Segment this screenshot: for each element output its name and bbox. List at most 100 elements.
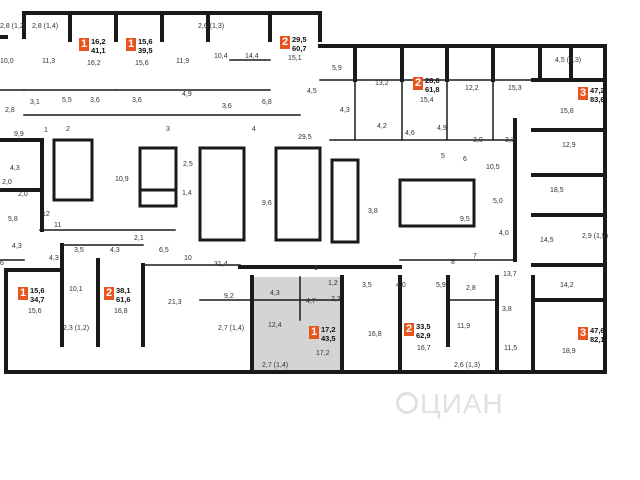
room-label: 21,3 — [168, 299, 182, 306]
room-label: 4,3 — [340, 107, 350, 114]
room-label: 2,3 — [331, 296, 341, 303]
apartment-rooms: 2 — [104, 287, 114, 300]
room-label: 15,3 — [508, 85, 522, 92]
room-label: 3,3 — [505, 137, 515, 144]
room-label: 16,7 — [417, 345, 431, 352]
room-label: 18,5 — [550, 187, 564, 194]
room-label: 16,8 — [114, 308, 128, 315]
room-label: 6 — [463, 156, 467, 163]
room-label: 4,2 — [377, 123, 387, 130]
room-label: 12,2 — [465, 85, 479, 92]
room-label: 3,8 — [502, 306, 512, 313]
apartment-rooms: 1 — [126, 38, 136, 51]
room-label: 4,3 — [10, 165, 20, 172]
room-label: 2,0 — [2, 179, 12, 186]
room-label: 12,9 — [562, 142, 576, 149]
room-label: 7 — [473, 253, 477, 260]
room-label: 11,5 — [504, 345, 517, 352]
apartment-total-area: 34,7 — [30, 294, 45, 304]
apartment-living-area: 38,1 — [116, 286, 131, 295]
room-label: 4,3 — [12, 243, 22, 250]
room-label: 18,9 — [562, 348, 576, 355]
watermark-logo-icon — [396, 392, 418, 414]
apartment-rooms: 1 — [309, 326, 319, 339]
room-label: 3,1 — [30, 99, 40, 106]
room-label: 17,2 — [316, 350, 330, 357]
room-label: 6 — [0, 260, 4, 267]
room-label: 2,3 (1,2) — [63, 325, 89, 332]
room-label: 2,8 (1,2) — [0, 23, 26, 30]
apartment-rooms: 2 — [413, 77, 423, 90]
room-label: 4,3 — [49, 255, 59, 262]
room-label: 15,1 — [288, 55, 302, 62]
room-label: 11 — [54, 222, 61, 229]
apartment-living-area: 47,6 — [590, 326, 605, 335]
apartment-rooms: 2 — [280, 36, 290, 49]
room-label: 3,5 — [74, 247, 84, 254]
apartment-living-area: 15,6 — [138, 37, 153, 46]
room-label: 2,6 (1,3) — [454, 362, 480, 369]
apartment-rooms: 1 — [18, 287, 28, 300]
room-label: 2 — [66, 126, 70, 133]
room-label: 6,5 — [159, 247, 169, 254]
room-label: 4,0 — [499, 230, 509, 237]
apartment-total-area: 82,1 — [590, 334, 605, 344]
room-label: 11,9 — [457, 323, 470, 330]
room-label: 4,5 (2,3) — [555, 57, 581, 64]
room-label: 1,2 — [328, 280, 338, 287]
watermark: ЦИАН — [420, 388, 504, 419]
apartment-total-area: 62,9 — [416, 330, 431, 340]
apartment-rooms: 3 — [578, 87, 588, 100]
apartment-living-area: 15,6 — [30, 286, 45, 295]
room-label: 14,5 — [540, 237, 554, 244]
room-label: 15,6 — [28, 308, 42, 315]
room-label: 3,6 — [132, 97, 142, 104]
room-label: 9,9 — [14, 131, 24, 138]
room-label: 16,2 — [87, 60, 101, 67]
apartment-living-area: 47,2 — [590, 86, 605, 95]
apartment-living-area: 17,2 — [321, 325, 336, 334]
apartment-total-area: 43,5 — [321, 333, 336, 343]
room-label: 1,4 — [182, 190, 192, 197]
room-label: 4,7 — [306, 298, 316, 305]
room-label: 15,8 — [560, 108, 574, 115]
room-label: 2,8 (1,4) — [32, 23, 58, 30]
room-label: 15,4 — [420, 97, 434, 104]
room-label: 2,1 — [134, 235, 144, 242]
room-label: 13,7 — [503, 271, 517, 278]
room-label: 1 — [44, 127, 48, 134]
room-label: 4,5 — [307, 88, 317, 95]
room-label: 9,5 — [460, 216, 470, 223]
room-label: 4,6 — [405, 130, 415, 137]
room-label: 9 — [314, 265, 318, 272]
apartment-living-area: 33,5 — [416, 322, 431, 331]
room-label: 10,9 — [115, 176, 129, 183]
room-label: 3 — [166, 126, 170, 133]
room-label: 4,0 — [396, 282, 406, 289]
room-label: 8 — [451, 259, 455, 266]
room-label: 5,9 — [436, 282, 446, 289]
room-label: 10,1 — [69, 286, 83, 293]
room-label: 2,6 (1,3) — [198, 23, 224, 30]
apartment-rooms: 2 — [404, 323, 414, 336]
room-label: 5 — [441, 153, 445, 160]
apartment-living-area: 28,6 — [425, 76, 440, 85]
apartment-total-area: 41,1 — [91, 45, 106, 55]
room-label: 10 — [184, 255, 192, 262]
room-label: 5,5 — [62, 97, 72, 104]
room-label: 3,8 — [368, 208, 378, 215]
room-area-labels: 2,8 (1,4) 2,6 (1,3) 10,0 11,3 16,2 15,6 … — [0, 23, 608, 369]
room-label: 4,9 — [437, 125, 447, 132]
room-label: 6,8 — [262, 99, 272, 106]
room-label: 29,5 — [298, 134, 312, 141]
